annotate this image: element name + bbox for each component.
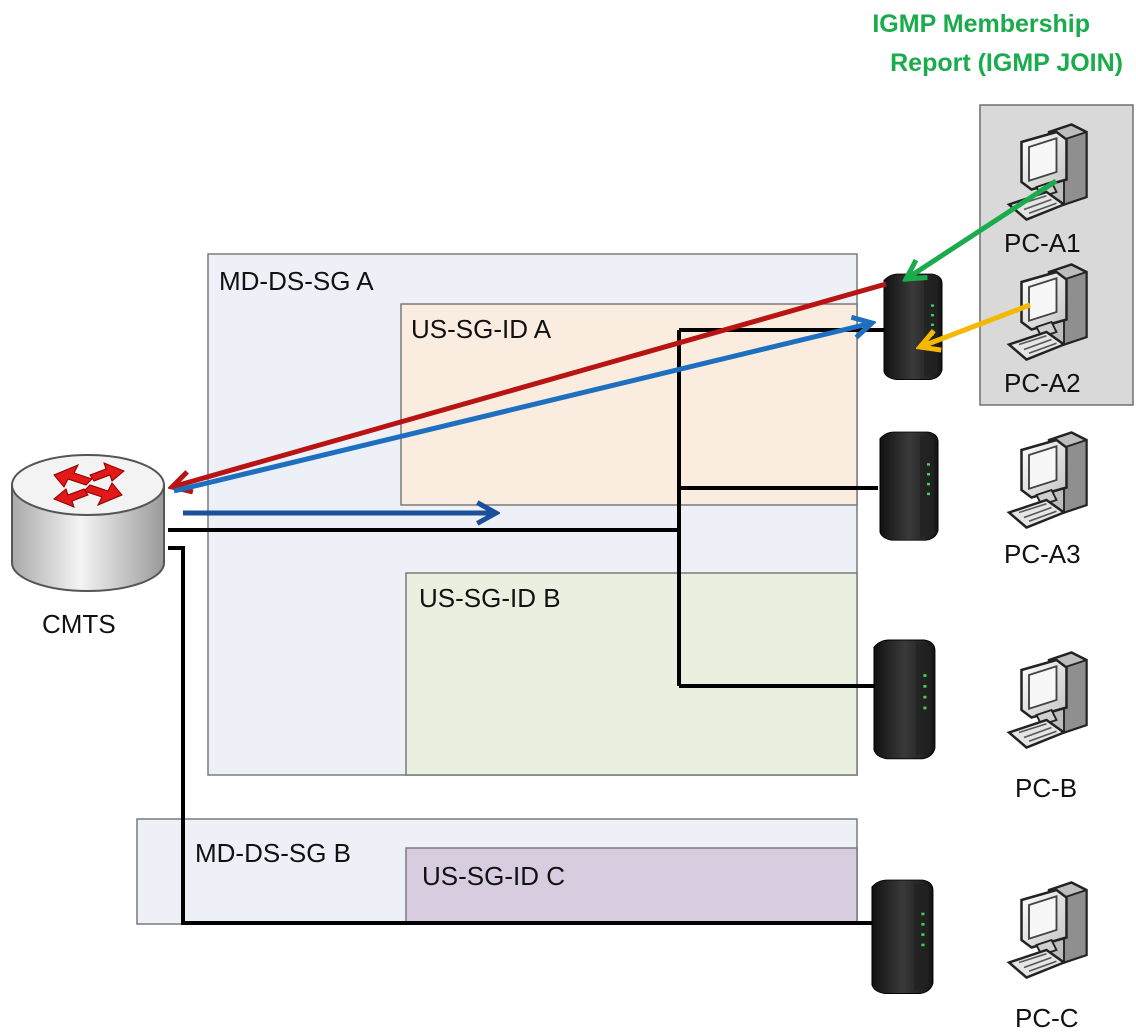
igmp-title-line2: Report (IGMP JOIN) — [890, 49, 1123, 77]
cable-modem-a3-icon[interactable] — [879, 431, 939, 541]
igmp-join-arrow-orange — [920, 302, 1031, 347]
cmts-router-icon[interactable] — [11, 454, 165, 592]
cable-modem-b-icon[interactable] — [873, 639, 936, 760]
us-sg-id-b-label: US-SG-ID B — [419, 583, 561, 613]
cable-modem-a1-icon[interactable] — [883, 273, 943, 381]
pc-a2-label: PC-A2 — [1004, 368, 1081, 398]
us-sg-id-a-box — [400, 303, 858, 506]
pc-b-icon[interactable] — [1007, 651, 1088, 749]
cmts-label: CMTS — [42, 609, 116, 639]
us-sg-id-c-box — [405, 847, 858, 925]
pc-a3-label: PC-A3 — [1004, 539, 1081, 569]
cable-modem-c-icon[interactable] — [871, 879, 934, 995]
md-ds-sg-a-label: MD-DS-SG A — [219, 266, 374, 296]
us-sg-id-b-box — [405, 572, 858, 776]
cmts-to-cm-arrow-blue — [173, 323, 872, 494]
cable-cmts-to-cm-c — [168, 546, 882, 925]
igmp-join-arrow-green — [906, 178, 1058, 279]
pc-b-label: PC-B — [1015, 773, 1077, 803]
pc-a1-label: PC-A1 — [1004, 228, 1081, 258]
md-ds-sg-b-label: MD-DS-SG B — [195, 838, 351, 868]
pc-c-icon[interactable] — [1007, 881, 1088, 979]
us-sg-id-a-label: US-SG-ID A — [411, 314, 552, 344]
cm-to-cmts-arrow-red — [172, 281, 887, 487]
igmp-title-line1: IGMP Membership — [872, 10, 1090, 38]
pc-a3-icon[interactable] — [1007, 431, 1088, 529]
us-sg-id-c-label: US-SG-ID C — [422, 861, 565, 891]
pc-c-label: PC-C — [1015, 1003, 1079, 1033]
